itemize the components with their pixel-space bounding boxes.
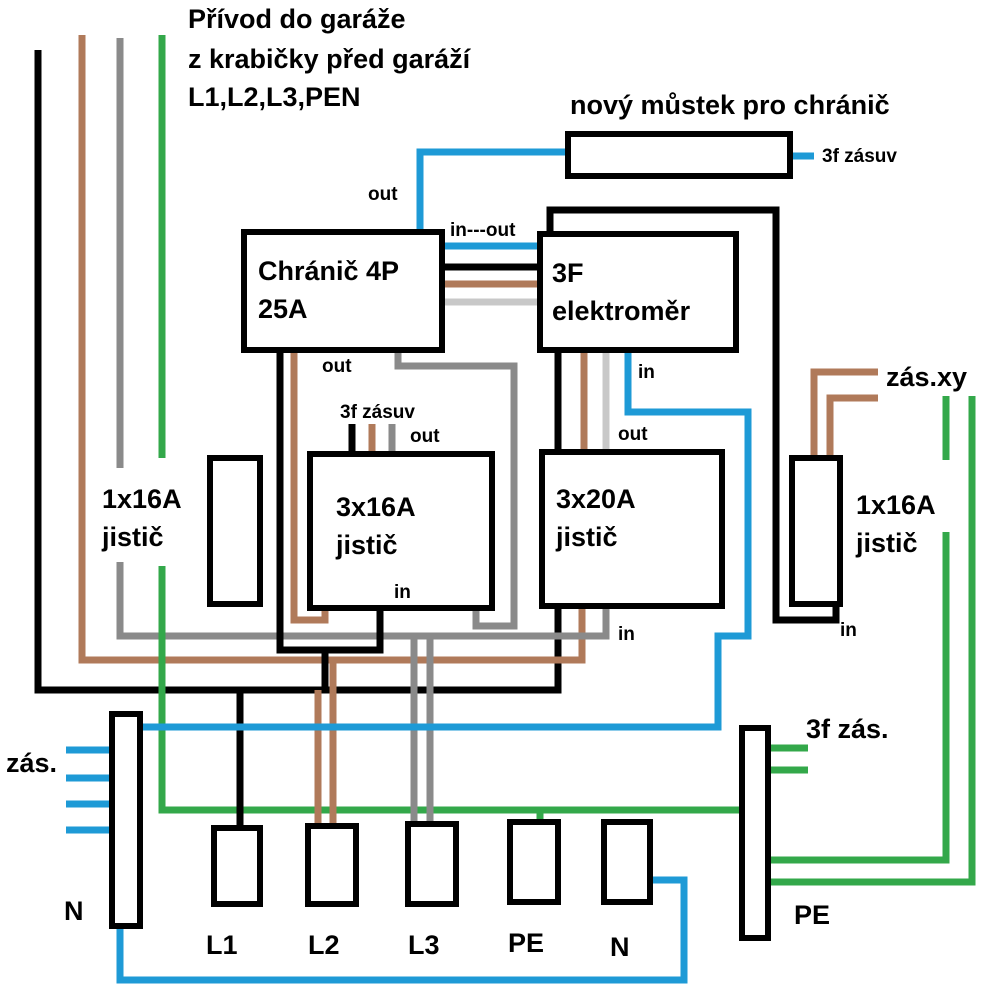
wire-brown-zasxy-b	[826, 394, 878, 460]
pe-bar-label: PE	[794, 900, 830, 930]
pe-bar	[739, 725, 771, 941]
terminal-l1	[211, 825, 263, 907]
bridge-title: nový můstek pro chránič	[570, 90, 890, 120]
breaker-1x16-right-box	[789, 455, 843, 607]
rcd-out-top-label: out	[368, 184, 398, 205]
terminal-n	[601, 819, 653, 905]
n-bar	[109, 711, 143, 929]
n-bar-label: N	[64, 896, 84, 926]
rcd-out-bottom-label: out	[322, 356, 352, 377]
wire-black-meter-frame	[546, 206, 840, 624]
wire-green-zasxy-b	[760, 396, 976, 886]
terminal-l2	[305, 823, 359, 907]
meter-in-label: in	[638, 362, 655, 383]
terminal-pe	[507, 819, 561, 905]
breaker-3x20-line1: 3x20A	[556, 484, 636, 514]
rcd-box	[241, 229, 445, 353]
bridge-box	[565, 131, 793, 179]
wire-gray-rcd-out	[394, 350, 518, 630]
rcd-name-line2: 25A	[258, 294, 308, 324]
terminal-n-label: N	[610, 932, 630, 962]
terminal-pe-label: PE	[508, 928, 544, 958]
wire-brown-rcd-out	[290, 352, 329, 624]
breaker-3x16-box	[307, 451, 495, 611]
wire-black-frame-a	[276, 350, 384, 654]
breaker-1x16-left-line1: 1x16A	[102, 484, 182, 514]
wire-blue-meter-in	[128, 350, 752, 731]
wire-green-zasxy-c	[760, 532, 950, 864]
labels: Přívod do garáže z krabičky před garáží …	[6, 4, 967, 962]
wire-blue-bridge	[416, 148, 590, 232]
wire-green-pe-bus	[158, 566, 752, 814]
rcd-name-line1: Chránič 4P	[258, 256, 399, 286]
bridge-socket-label: 3f zásuv	[822, 146, 897, 167]
header-line1: Přívod do garáže	[188, 4, 406, 34]
breaker-3x16-out-label: out	[410, 426, 440, 447]
header-line2: z krabičky před garáží	[188, 44, 472, 74]
breaker-3x20-in-label: in	[618, 624, 635, 645]
breaker-1x16-right-line1: 1x16A	[856, 490, 936, 520]
pe-bar-socket-label: 3f zás.	[806, 714, 889, 744]
zasxy-label: zás.xy	[886, 362, 967, 392]
n-bar-socket-label: zás.	[6, 748, 57, 778]
meter-box	[537, 231, 739, 353]
breaker-3x16-in-label: in	[394, 582, 411, 603]
breaker-3x16-line1: 3x16A	[336, 492, 416, 522]
components	[109, 131, 843, 941]
breaker-1x16-right-in-label: in	[840, 620, 857, 641]
breaker-3x16-line2: jistič	[335, 530, 398, 560]
breaker-1x16-right-line2: jistič	[855, 528, 918, 558]
meter-name-line1: 3F	[552, 258, 584, 288]
breaker-1x16-left-line2: jistič	[101, 522, 164, 552]
breaker-3x20-box	[539, 449, 725, 609]
breaker-3x16-socket-label: 3f zásuv	[340, 402, 415, 423]
terminal-l1-label: L1	[206, 930, 238, 960]
header-line3: L1,L2,L3,PEN	[188, 82, 361, 112]
terminal-l3-label: L3	[408, 930, 440, 960]
wire-blue-n-loop	[116, 876, 688, 984]
wire-gray-1x16-out	[116, 562, 610, 640]
terminal-l3	[405, 821, 459, 907]
terminal-l2-label: L2	[308, 930, 340, 960]
breaker-1x16-left-box	[207, 455, 263, 607]
meter-out-label: out	[618, 424, 648, 445]
breaker-3x20-line2: jistič	[555, 522, 618, 552]
meter-name-line2: elektroměr	[552, 296, 691, 326]
wire-brown-zasxy-a	[810, 368, 878, 460]
rcd-in-out-label: in---out	[450, 220, 516, 241]
